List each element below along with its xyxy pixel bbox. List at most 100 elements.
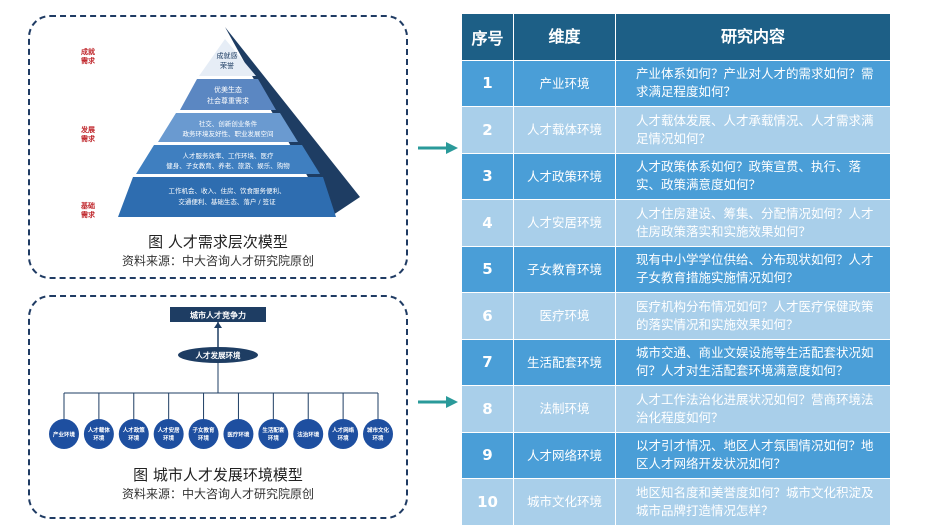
arrow-icon-top [418, 142, 458, 154]
pyramid-level-5-line-1: 工作机会、收入、住房、饮食服务便利、 [169, 186, 286, 195]
pyramid-level-4 [136, 145, 320, 174]
tree-leaf-label: 环境 [268, 434, 280, 442]
header-content: 研究内容 [616, 14, 890, 60]
row-dimension: 城市文化环境 [514, 479, 616, 525]
pyramid-level-5-line-2: 交通便利、基础生态、落户 / 签证 [178, 197, 276, 206]
tree-leaf-label: 环境 [198, 434, 210, 442]
tree-leaf-circle [153, 419, 184, 449]
tree-leaf-label: 子女教育 [193, 426, 216, 434]
row-number: 10 [462, 479, 514, 525]
pyramid-level-3 [158, 113, 298, 142]
header-dimension: 维度 [514, 14, 616, 60]
row-number: 6 [462, 293, 514, 339]
pyramid-level-1-line-2: 荣誉 [220, 61, 234, 70]
tree-leaf-label: 环境 [163, 434, 175, 442]
tree-leaf-label: 法治环境 [297, 431, 320, 439]
row-content: 产业体系如何？产业对人才的需求如何？需求满足程度如何？ [616, 60, 890, 106]
row-content: 人才政策体系如何？政策宣贯、执行、落实、政策满意度如何？ [616, 153, 890, 199]
row-number: 5 [462, 246, 514, 292]
row-number: 9 [462, 432, 514, 478]
row-content: 现有中小学学位供给、分布现状如何？人才子女教育措施实施情况如何？ [616, 246, 890, 292]
pyramid-level-3-line-1: 社交、创新创业条件 [199, 119, 258, 128]
side-label-bottom-2: 需求 [81, 210, 96, 219]
tree-leaf-label: 产业环境 [53, 431, 76, 439]
tree-leaf-label: 人才安居 [158, 426, 181, 434]
tree-diagram: 城市人才竞争力 人才发展环境 产业环境人才载体环境人才政策环境人才安居环境子女教… [49, 307, 393, 449]
side-label-top-1: 成就 [81, 47, 95, 56]
tree-leaf-label: 环境 [338, 434, 350, 442]
row-dimension: 法制环境 [514, 386, 616, 432]
pyramid-side-face [225, 27, 360, 217]
pyramid-level-4-line-2: 健身、子女教育、养老、旅游、娱乐、购物 [166, 161, 290, 170]
tree-leaf-label: 人才载体 [88, 426, 111, 434]
pyramid-level-2 [180, 79, 276, 110]
tree-leaf-label: 生活配套 [262, 426, 285, 434]
tree-leaves: 产业环境人才载体环境人才政策环境人才安居环境子女教育环境医疗环境生活配套环境法治… [49, 392, 393, 449]
tree-leaf-label: 人才网络 [332, 426, 355, 434]
tree-root-box [170, 307, 266, 322]
tree-root-label: 城市人才竞争力 [190, 310, 246, 320]
tree-source: 资料来源：中大咨询人才研究院原创 [121, 487, 314, 501]
row-dimension: 人才政策环境 [514, 153, 616, 199]
pyramid-level-3-line-2: 政务环境友好性、职业发展空间 [183, 129, 274, 138]
row-number: 2 [462, 107, 514, 153]
row-dimension: 人才安居环境 [514, 200, 616, 246]
header-no: 序号 [462, 14, 514, 60]
pyramid-diagram: 成就感 荣誉 优美生态 社会尊重需求 社交、创新创业条件 政务环境友好性、职业发… [80, 27, 360, 219]
row-content: 医疗机构分布情况如何？人才医疗保健政策的落实情况和实施效果如何？ [616, 293, 890, 339]
row-content: 人才载体发展、人才承载情况、人才需求满足情况如何？ [616, 107, 890, 153]
row-content: 城市交通、商业文娱设施等生活配套状况如何？人才对生活配套环境满意度如何？ [616, 339, 890, 385]
side-label-middle-2: 需求 [81, 134, 96, 143]
pyramid-level-1-line-1: 成就感 [217, 51, 238, 60]
row-number: 1 [462, 60, 514, 106]
pyramid-panel: 成就感 荣誉 优美生态 社会尊重需求 社交、创新创业条件 政务环境友好性、职业发… [28, 15, 408, 279]
row-number: 7 [462, 339, 514, 385]
tree-leaf-circle [223, 419, 254, 449]
pyramid-level-4-line-1: 人才服务效率、工作环境、医疗 [183, 151, 275, 160]
row-dimension: 生活配套环境 [514, 339, 616, 385]
side-label-top-2: 需求 [81, 56, 96, 65]
arrow-icon-bottom [418, 396, 458, 408]
row-content: 人才工作法治化进展状况如何？营商环境法治化程度如何？ [616, 386, 890, 432]
row-dimension: 人才载体环境 [514, 107, 616, 153]
row-dimension: 子女教育环境 [514, 246, 616, 292]
table-header-row: 序号 维度 研究内容 [462, 14, 890, 61]
tree-leaf-circle [293, 419, 324, 449]
pyramid-level-2-line-1: 优美生态 [214, 85, 242, 94]
pyramid-level-1 [199, 39, 256, 76]
tree-mid-label: 人才发展环境 [196, 350, 241, 360]
row-number: 8 [462, 386, 514, 432]
pyramid-caption: 图 人才需求层次模型 [148, 233, 288, 251]
tree-leaf-label: 环境 [128, 434, 140, 442]
tree-leaf-label: 城市文化 [367, 426, 390, 434]
row-number: 4 [462, 200, 514, 246]
tree-caption: 图 城市人才发展环境模型 [133, 466, 303, 484]
tree-leaf-circle [363, 419, 393, 449]
tree-leaf-circle [188, 419, 219, 449]
pyramid-level-2-line-2: 社会尊重需求 [207, 96, 249, 105]
side-label-bottom-1: 基础 [80, 201, 95, 210]
tree-leaf-circle [258, 419, 289, 449]
tree-leaf-circle [83, 419, 114, 449]
row-content: 以才引才情况、地区人才氛围情况如何？地区人才网络开发状况如何？ [616, 432, 890, 478]
tree-leaf-circle [118, 419, 149, 449]
row-dimension: 医疗环境 [514, 293, 616, 339]
row-number: 3 [462, 153, 514, 199]
tree-leaf-label: 医疗环境 [227, 431, 250, 439]
row-content: 人才住房建设、筹集、分配情况如何？人才住房政策落实和实施效果如何？ [616, 200, 890, 246]
tree-leaf-label: 人才政策 [123, 426, 146, 434]
row-dimension: 产业环境 [514, 60, 616, 106]
tree-leaf-circle [49, 419, 79, 449]
row-dimension: 人才网络环境 [514, 432, 616, 478]
tree-panel: 城市人才竞争力 人才发展环境 产业环境人才载体环境人才政策环境人才安居环境子女教… [28, 295, 408, 519]
